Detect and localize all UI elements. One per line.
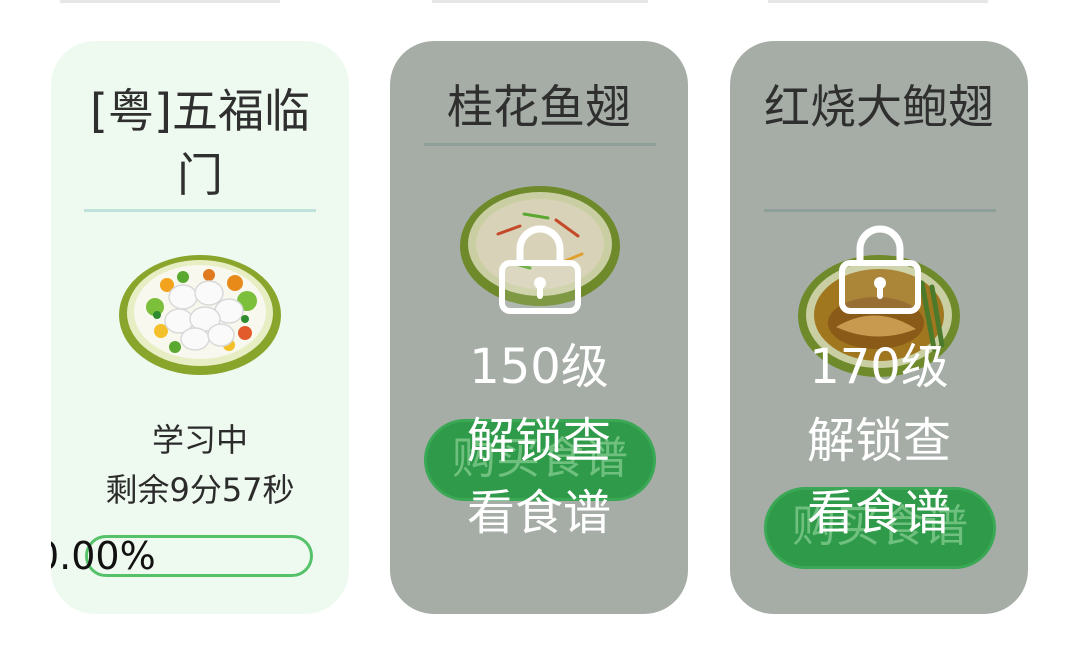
progress-percent: 0.00% <box>51 534 156 578</box>
recipe-card-guihua-yuchi[interactable]: 桂花鱼翅 购买食谱 150级 解锁查看食谱 <box>390 41 688 614</box>
unlock-hint: 解锁查看食谱 <box>806 413 951 541</box>
unlock-level: 170级 <box>809 339 949 395</box>
recipe-title: 桂花鱼翅 <box>447 80 631 134</box>
previous-row-edge <box>768 0 988 3</box>
title-divider <box>424 143 656 146</box>
title-divider <box>84 209 316 212</box>
dish-dumpling-image <box>119 255 281 375</box>
previous-row-edge <box>60 0 280 3</box>
previous-row-edge <box>432 0 648 3</box>
recipe-title: 红烧大鲍翅 <box>764 80 994 134</box>
buy-recipe-button[interactable]: 购买食谱 <box>424 419 656 501</box>
lock-icon <box>499 225 581 314</box>
recipe-card-hongshao-dabaochi[interactable]: 红烧大鲍翅 购买食谱 170级 解锁查看食谱 <box>730 41 1028 614</box>
lock-icon <box>839 225 921 314</box>
title-divider <box>764 209 996 212</box>
learning-status: 学习中 <box>151 421 248 459</box>
unlock-hint: 解锁查看食谱 <box>466 413 611 541</box>
recipe-title: [粤]五福临门 <box>90 84 310 202</box>
learning-progress-bar <box>85 535 313 577</box>
unlock-level: 150级 <box>469 339 609 395</box>
remaining-time: 剩余9分57秒 <box>105 471 295 509</box>
buy-recipe-button[interactable]: 购买食谱 <box>764 487 996 569</box>
recipe-card-wufu-linmen[interactable]: [粤]五福临门 学习中 剩余9分57秒 0.00% <box>51 41 349 614</box>
